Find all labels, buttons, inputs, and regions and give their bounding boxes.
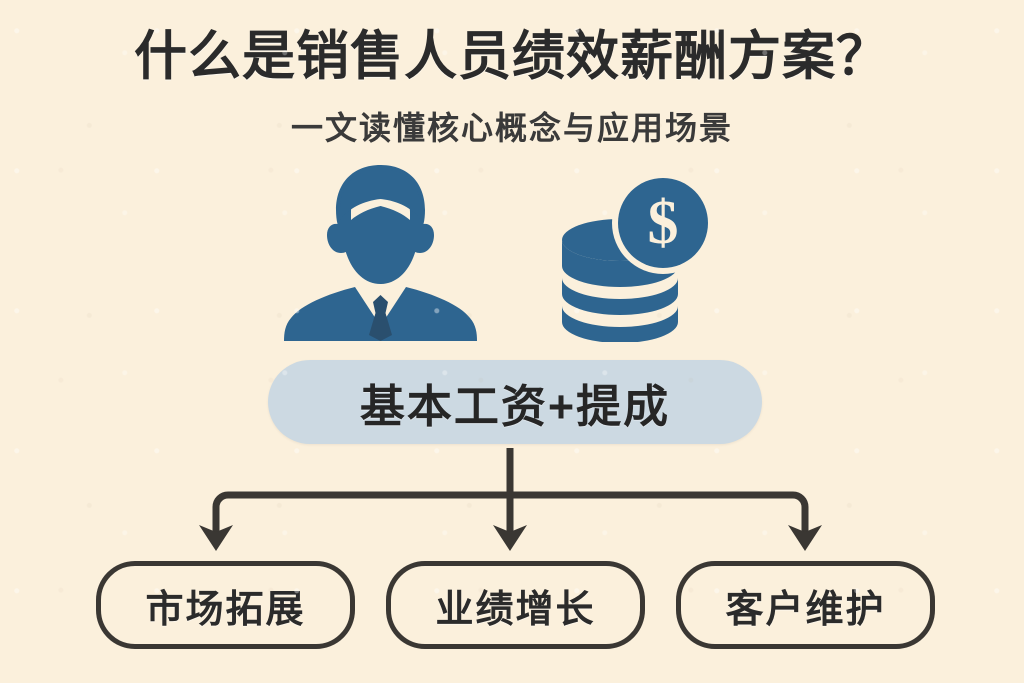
connector-bus (212, 491, 809, 519)
branch-node-performance-growth: 业绩增长 (386, 561, 645, 649)
branch-node-label: 市场拓展 (145, 588, 306, 631)
page-subtitle: 一文读懂核心概念与应用场景 (290, 110, 733, 146)
page-title: 什么是销售人员绩效薪酬方案？ (134, 27, 890, 86)
root-node-label: 基本工资+提成 (359, 380, 671, 432)
branch-node-label: 业绩增长 (435, 588, 596, 631)
root-node-base-salary-plus-commission: 基本工资+提成 (268, 360, 762, 444)
arrowhead-center (493, 525, 527, 551)
arrowhead-left (199, 525, 233, 551)
businessman-icon (283, 163, 478, 341)
branch-node-market-expansion: 市场拓展 (96, 561, 355, 649)
coin-stack-dollar-icon: $ (550, 170, 720, 343)
branch-node-customer-retention: 客户维护 (676, 561, 935, 649)
arrowhead-right (788, 525, 822, 551)
dollar-symbol: $ (648, 189, 679, 257)
branch-node-label: 客户维护 (725, 588, 886, 631)
